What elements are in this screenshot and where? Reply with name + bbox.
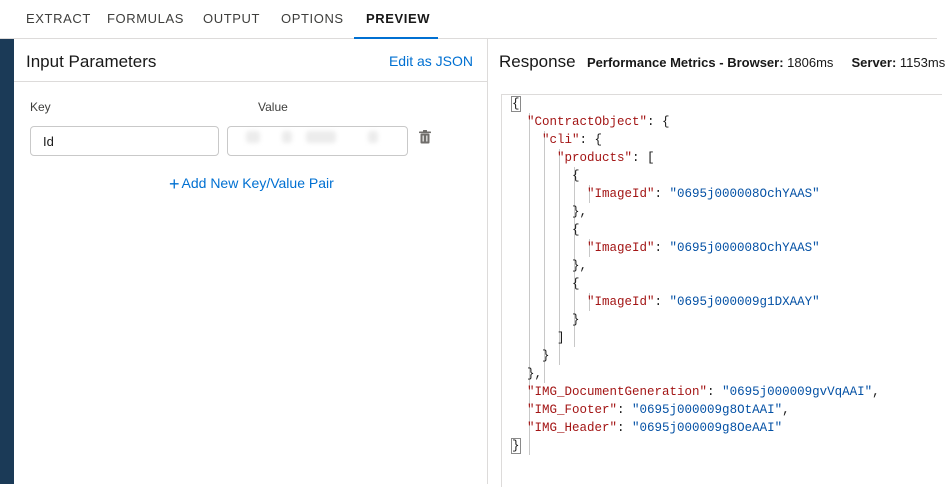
plus-icon: + xyxy=(169,174,180,194)
server-label: Server: xyxy=(851,55,897,70)
input-parameters-panel: Input Parameters Edit as JSON Key Value … xyxy=(14,39,488,484)
response-title: Response xyxy=(499,52,576,71)
browser-time: 1806ms xyxy=(787,55,834,70)
edit-as-json-link[interactable]: Edit as JSON xyxy=(388,53,473,69)
indent-guide xyxy=(559,149,560,365)
tab-output[interactable]: OUTPUT xyxy=(203,11,261,26)
tab-extract[interactable]: EXTRACT xyxy=(26,11,91,26)
json-open-brace: { xyxy=(511,96,521,112)
input-panel-title: Input Parameters xyxy=(26,52,157,71)
response-json-viewer[interactable]: { "ContractObject": { "cli": { "products… xyxy=(501,94,942,487)
server-time: 1153ms xyxy=(899,55,945,70)
value-column-label: Value xyxy=(258,100,288,114)
json-value-doc-generation: "0695j000009gvVqAAI" xyxy=(722,385,873,399)
tab-options[interactable]: OPTIONS xyxy=(281,11,344,26)
json-key-image-id: "ImageId" xyxy=(587,241,655,255)
response-panel: Response Performance Metrics - Browser: … xyxy=(488,39,945,487)
app-sidebar-edge xyxy=(0,38,14,484)
add-key-value-pair-button[interactable]: +Add New Key/Value Pair xyxy=(169,174,334,195)
json-key-header: "IMG_Header" xyxy=(527,421,618,435)
performance-metrics: Performance Metrics - Browser: 1806ms Se… xyxy=(587,55,945,70)
tab-formulas[interactable]: FORMULAS xyxy=(107,11,185,26)
active-tab-indicator xyxy=(354,37,438,39)
json-key-products: "products" xyxy=(557,151,633,165)
add-pair-label: Add New Key/Value Pair xyxy=(181,175,334,191)
json-value-image-id: "0695j000009g1DXAAY" xyxy=(669,295,820,309)
json-key-footer: "IMG_Footer" xyxy=(527,403,618,417)
indent-guide xyxy=(589,293,590,311)
json-close-brace: } xyxy=(511,438,521,454)
json-value-footer: "0695j000009g8OtAAI" xyxy=(632,403,783,417)
metrics-label: Performance Metrics - xyxy=(587,55,724,70)
key-input[interactable] xyxy=(30,126,219,156)
input-panel-header: Input Parameters Edit as JSON xyxy=(14,39,487,82)
json-value-image-id: "0695j000008OchYAAS" xyxy=(669,187,820,201)
json-key-contract-object: "ContractObject" xyxy=(527,115,648,129)
json-key-cli: "cli" xyxy=(542,133,580,147)
redacted-value xyxy=(246,131,260,143)
redacted-value xyxy=(368,131,378,143)
redacted-value xyxy=(282,131,292,143)
trash-icon[interactable] xyxy=(417,129,433,145)
json-value-image-id: "0695j000008OchYAAS" xyxy=(669,241,820,255)
indent-guide xyxy=(529,113,530,455)
json-code: { "ContractObject": { "cli": { "products… xyxy=(511,96,880,454)
key-column-label: Key xyxy=(30,100,51,114)
browser-label: Browser: xyxy=(727,55,784,70)
json-key-doc-generation: "IMG_DocumentGeneration" xyxy=(527,385,708,399)
indent-guide xyxy=(574,167,575,347)
tab-preview[interactable]: PREVIEW xyxy=(366,11,431,26)
json-value-header: "0695j000009g8OeAAI" xyxy=(632,421,783,435)
json-key-image-id: "ImageId" xyxy=(587,295,655,309)
indent-guide xyxy=(589,239,590,257)
json-key-image-id: "ImageId" xyxy=(587,187,655,201)
redacted-value xyxy=(306,131,336,143)
indent-guide xyxy=(589,185,590,203)
indent-guide xyxy=(544,131,545,383)
tab-bar: EXTRACT FORMULAS OUTPUT OPTIONS PREVIEW xyxy=(0,0,937,39)
